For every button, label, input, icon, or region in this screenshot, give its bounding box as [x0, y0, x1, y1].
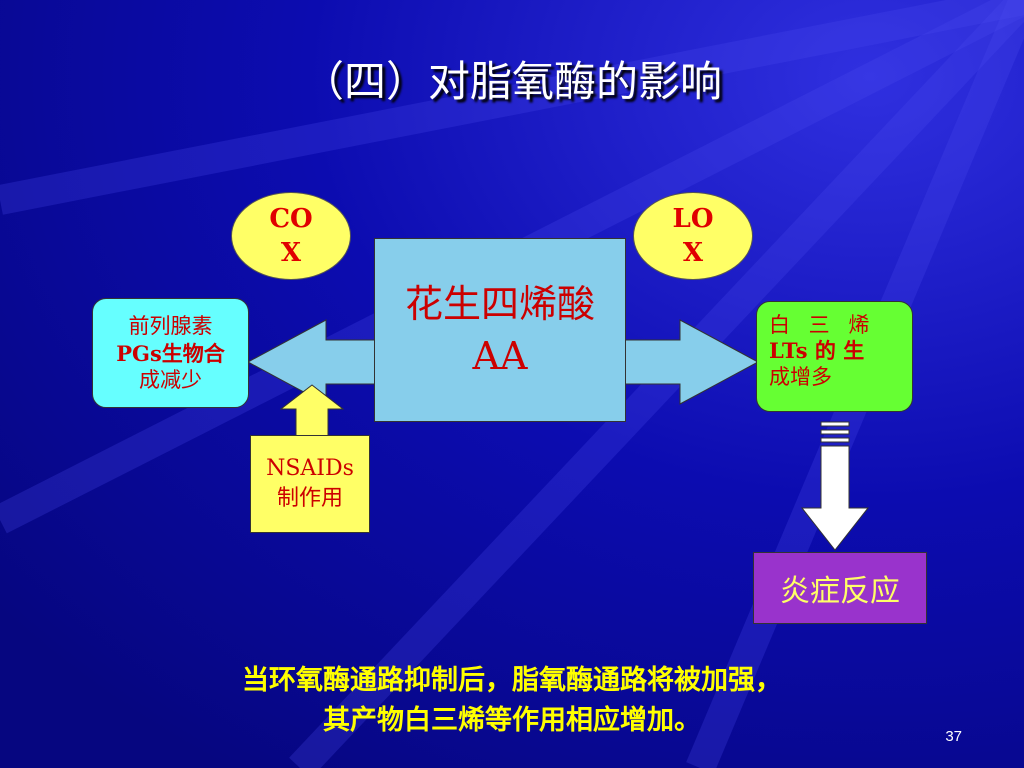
pg-line3: 成减少 [139, 367, 202, 392]
down-arrow [800, 421, 870, 551]
lt-line2: LTs 的 生 [769, 338, 865, 363]
cox-line2: X [280, 238, 302, 268]
aa-line2: AA [472, 334, 528, 378]
aa-line1: 花生四烯酸 [404, 282, 595, 326]
caption-line1: 当环氧酶通路抑制后，脂氧酶通路将被加强， [242, 665, 782, 696]
pg-line2: PGs生物合 [116, 340, 225, 366]
prostaglandin-box: 前列腺素 PGs生物合 成减少 [92, 298, 249, 408]
lt-line1: 白 三 烯 [769, 313, 876, 337]
lox-oval: LO X [633, 192, 753, 280]
slide-title: （四）对脂氧酶的影响 [301, 57, 722, 106]
cox-line1: CO [269, 204, 313, 234]
inflammation-label: 炎症反应 [780, 574, 900, 609]
arachidonic-acid-box: 花生四烯酸 AA [374, 238, 626, 422]
pg-line1: 前列腺素 [128, 313, 213, 338]
nsaids-line2: 制作用 [276, 486, 343, 511]
lox-line1: LO [672, 204, 714, 234]
inflammation-box: 炎症反应 [753, 552, 927, 624]
page-number: 37 [945, 728, 962, 745]
lox-line2: X [682, 238, 704, 268]
nsaids-line1: NSAIDs [266, 456, 354, 481]
caption-line2: 其产物白三烯等作用相应增加。 [323, 705, 701, 736]
leukotriene-box: 白 三 烯 LTs 的 生 成增多 [756, 301, 913, 412]
cox-oval: CO X [231, 192, 351, 280]
lt-line3: 成增多 [769, 365, 832, 389]
nsaids-box: NSAIDs 制作用 [250, 435, 370, 533]
up-arrow [280, 384, 344, 438]
